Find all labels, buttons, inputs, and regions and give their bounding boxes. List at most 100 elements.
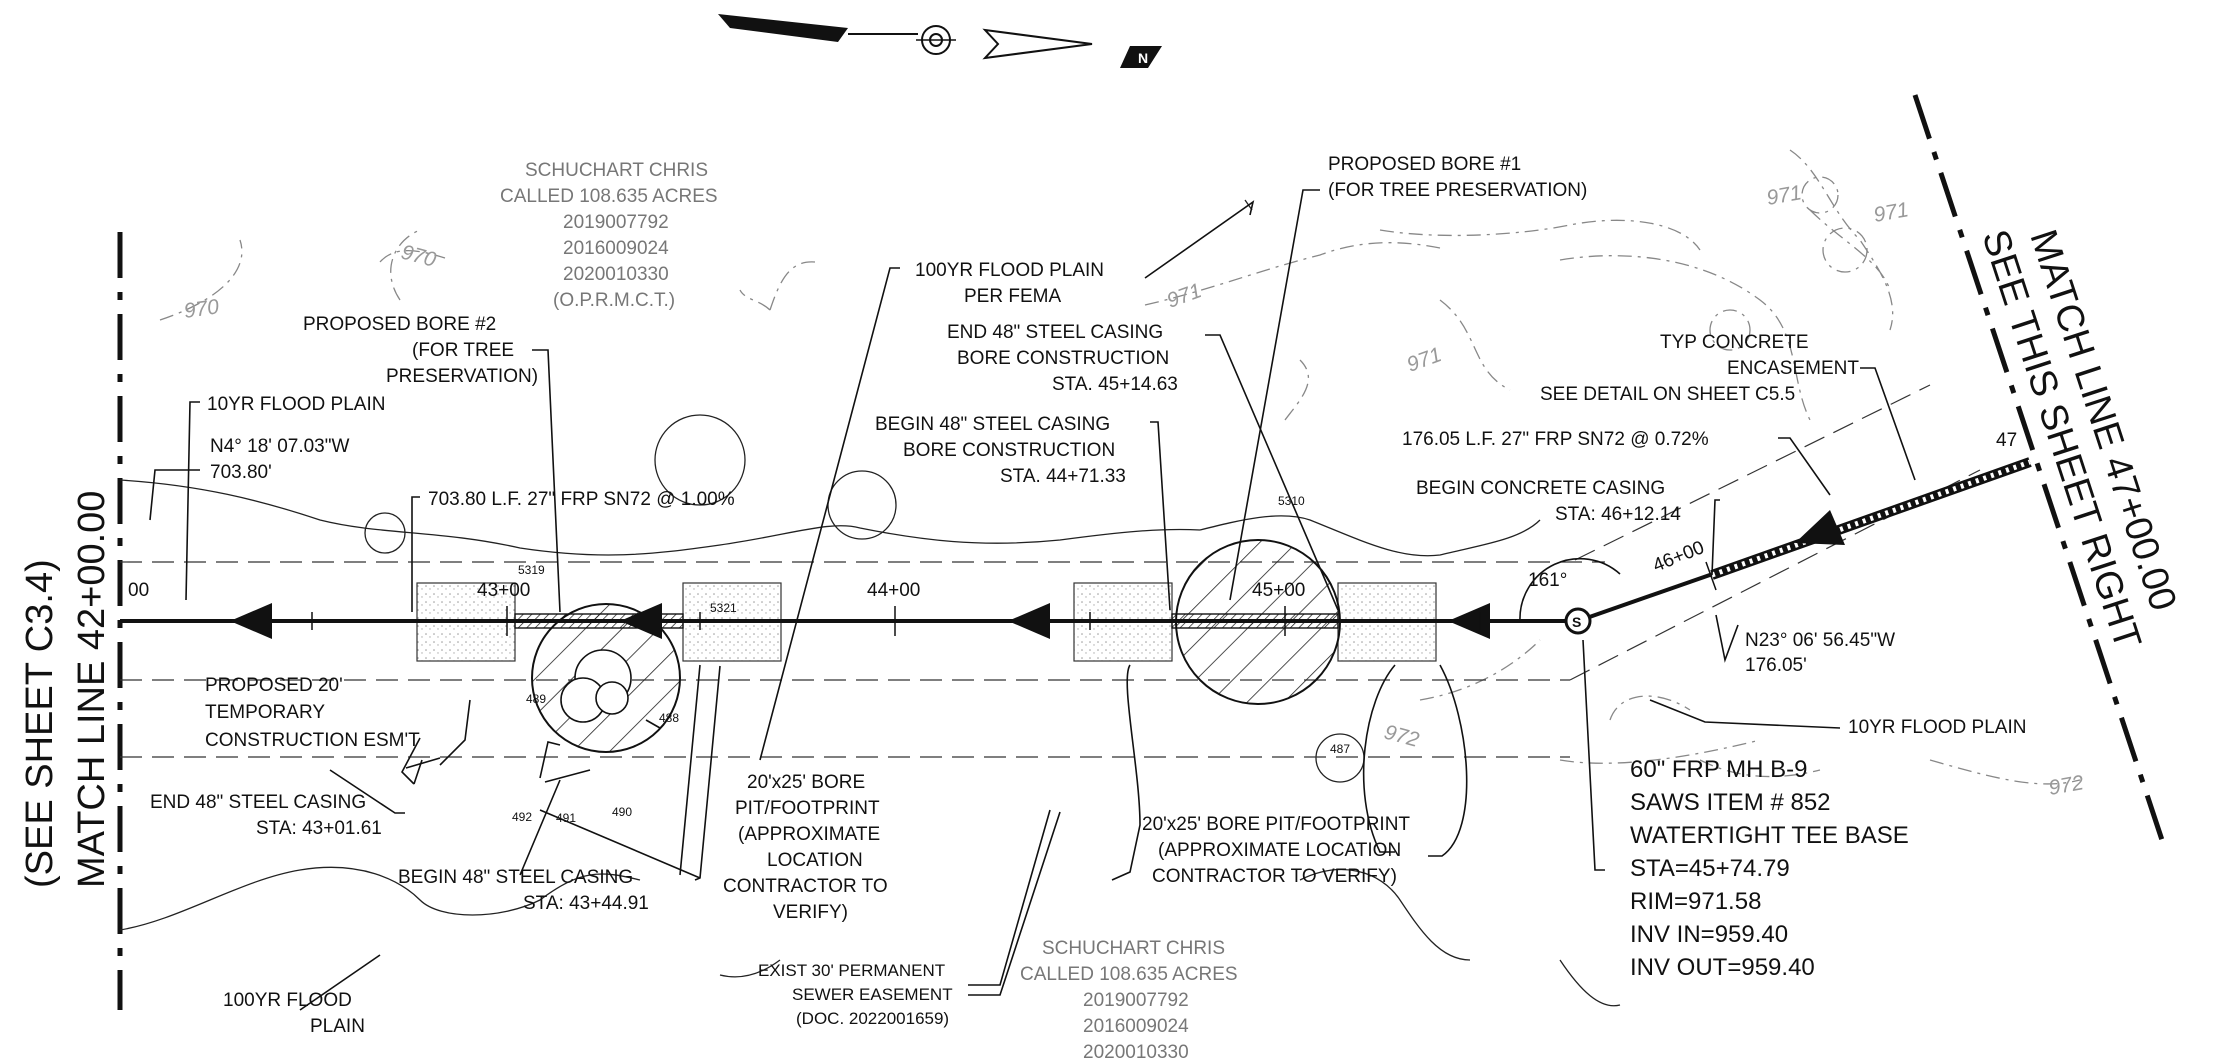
manhole-size: 60" FRP MH B-9	[1630, 756, 1807, 783]
flow-arrow-icon	[230, 603, 272, 639]
flow-arrow-icon	[1008, 603, 1050, 639]
bearing-label: N23° 06' 56.45"W	[1745, 630, 1895, 651]
bore1-label: PROPOSED BORE #1	[1328, 154, 1521, 175]
owner-doc: 2020010330	[1083, 1042, 1189, 1060]
contour-label: 970	[182, 295, 220, 323]
floodplain-100yr-fema-label: PER FEMA	[964, 286, 1061, 307]
owner-doc: 2019007792	[1083, 990, 1189, 1011]
floodplain-10yr-label: 10YR FLOOD PLAIN	[207, 394, 385, 415]
north-symbol: N	[1138, 50, 1148, 66]
station-label: 00	[128, 580, 149, 601]
esmt-label: CONSTRUCTION ESM'T	[205, 730, 420, 751]
tree-tag: 490	[612, 805, 632, 819]
contour-label: 972	[2047, 771, 2086, 800]
tree-tag: 492	[512, 810, 532, 824]
manhole-item: SAWS ITEM # 852	[1630, 789, 1831, 816]
station-label: 46+00	[1650, 537, 1707, 576]
owner-name: SCHUCHART CHRIS	[1042, 938, 1225, 959]
floodplain-10yr-label: 10YR FLOOD PLAIN	[1848, 717, 2026, 738]
station-label: 44+00	[867, 580, 920, 601]
easement-label: SEWER EASEMENT	[792, 985, 953, 1004]
contour-label: 971	[1872, 198, 1911, 227]
bore-pit-label: CONTRACTOR TO VERIFY)	[1152, 866, 1397, 887]
owner-called: CALLED 108.635 ACRES	[1020, 964, 1238, 985]
concrete-encasement	[1710, 457, 2032, 580]
owner-called: CALLED 108.635 ACRES	[500, 186, 718, 207]
esmt-label: PROPOSED 20'	[205, 675, 343, 696]
esmt-label: TEMPORARY	[205, 702, 325, 723]
angle-label: 161°	[1528, 570, 1567, 591]
station-label: 47	[1996, 430, 2017, 451]
contour-label: 972	[1382, 721, 1422, 752]
pipe-run-label: 176.05 L.F. 27" FRP SN72 @ 0.72%	[1402, 429, 1709, 450]
bore-pit-label: CONTRACTOR TO	[723, 876, 888, 897]
bore-pit-label: VERIFY)	[773, 902, 848, 923]
end-bore-label: BORE CONSTRUCTION	[957, 348, 1169, 369]
begin-concrete-label: BEGIN CONCRETE CASING	[1416, 478, 1665, 499]
tree-tag: 487	[1330, 742, 1350, 756]
bore-pit-label: (APPROXIMATE	[738, 824, 880, 845]
floodplain-100yr-label: 100YR FLOOD	[223, 990, 352, 1011]
begin-casing-label: BEGIN 48" STEEL CASING	[398, 867, 633, 888]
bore-pit-label: 20'x25' BORE PIT/FOOTPRINT	[1142, 814, 1410, 835]
distance-label: 176.05'	[1745, 655, 1807, 676]
owner-records: (O.P.R.M.C.T.)	[553, 290, 675, 311]
station-label: 43+00	[477, 580, 530, 601]
tree-tag: 5319	[518, 563, 545, 577]
owner-doc: 2020010330	[563, 264, 669, 285]
manhole-inv-in: INV IN=959.40	[1630, 921, 1788, 948]
easement-line-diag1	[1574, 384, 1931, 561]
manhole-symbol: S	[1572, 614, 1581, 630]
bore-pit-label: LOCATION	[767, 850, 863, 871]
begin-casing-label: STA: 43+44.91	[523, 893, 649, 914]
begin-concrete-label: STA: 46+12.14	[1555, 504, 1681, 525]
pipe-run-label: 703.80 L.F. 27" FRP SN72 @ 1.00%	[428, 489, 735, 510]
concrete-encasement-label: SEE DETAIL ON SHEET C5.5	[1540, 384, 1795, 405]
tree-tag: 489	[526, 692, 546, 706]
match-line-left-station: MATCH LINE 42+00.00	[71, 491, 113, 888]
floodplain-100yr-fema-label: 100YR FLOOD PLAIN	[915, 260, 1104, 281]
leader-lines	[149, 189, 1916, 1011]
begin-bore-label: BORE CONSTRUCTION	[903, 440, 1115, 461]
flow-arrow-icon	[1448, 603, 1490, 639]
bearing-label: N4° 18' 07.03"W	[210, 436, 349, 457]
manhole-station: STA=45+74.79	[1630, 855, 1790, 882]
bore1-label: (FOR TREE PRESERVATION)	[1328, 180, 1587, 201]
tree-tag: 5310	[1278, 494, 1305, 508]
easement-label: EXIST 30' PERMANENT	[758, 961, 945, 980]
concrete-encasement-label: ENCASEMENT	[1727, 358, 1859, 379]
match-line-left-see: (SEE SHEET C3.4)	[19, 559, 61, 888]
owner-doc: 2016009024	[1083, 1016, 1189, 1037]
end-bore-label: END 48" STEEL CASING	[947, 322, 1163, 343]
begin-bore-label: STA. 44+71.33	[1000, 466, 1126, 487]
distance-label: 703.80'	[210, 462, 272, 483]
owner-doc: 2016009024	[563, 238, 669, 259]
end-casing-label: STA: 43+01.61	[256, 818, 382, 839]
station-ticks	[311, 561, 1717, 636]
concrete-encasement-label: TYP CONCRETE	[1660, 332, 1809, 353]
bore2-label: PRESERVATION)	[386, 366, 538, 387]
station-label: 45+00	[1252, 580, 1305, 601]
flow-arrow-icon	[1795, 510, 1845, 545]
existing-contours	[159, 149, 2081, 785]
easement-label: (DOC. 2022001659)	[796, 1009, 949, 1028]
bore-pit-label: 20'x25' BORE	[747, 772, 865, 793]
manhole-icon[interactable]	[1564, 607, 1592, 635]
match-line-right	[1912, 94, 2165, 841]
tree-tag: 5321	[710, 601, 737, 615]
flow-arrow-icon	[620, 603, 662, 639]
begin-bore-label: BEGIN 48" STEEL CASING	[875, 414, 1110, 435]
owner-doc: 2019007792	[563, 212, 669, 233]
bore2-label: (FOR TREE	[412, 340, 514, 361]
bore-pit-label: PIT/FOOTPRINT	[735, 798, 880, 819]
tree-tag: 488	[659, 711, 679, 725]
bore-pit-label: (APPROXIMATE LOCATION	[1158, 840, 1401, 861]
manhole-rim: RIM=971.58	[1630, 888, 1761, 915]
end-bore-label: STA. 45+14.63	[1052, 374, 1178, 395]
easement-line-diag2	[1569, 469, 1981, 681]
end-casing-label: END 48" STEEL CASING	[150, 792, 366, 813]
bore2-label: PROPOSED BORE #2	[303, 314, 496, 335]
tree-tag: 491	[556, 811, 576, 825]
north-arrow: N	[718, 14, 1162, 68]
